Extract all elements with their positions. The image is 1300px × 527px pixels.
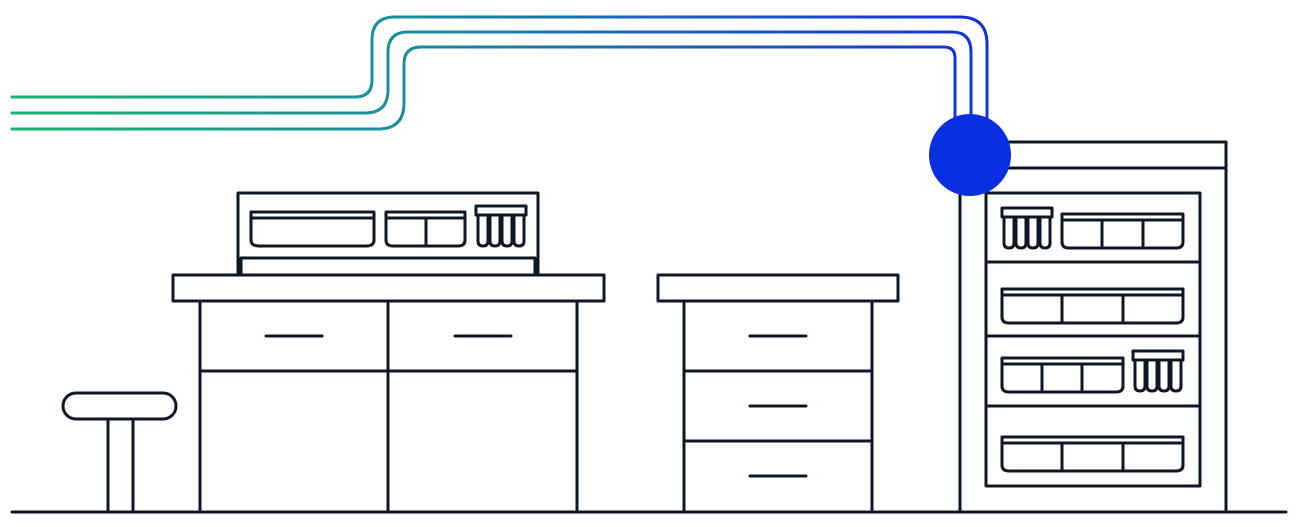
tube-rack-icon bbox=[1131, 349, 1185, 393]
drawer-unit bbox=[656, 273, 900, 514]
data-line-middle bbox=[10, 30, 973, 122]
drawer-unit-body bbox=[682, 299, 874, 514]
tube-rack-icon bbox=[474, 204, 528, 248]
container-long bbox=[249, 210, 376, 248]
stool bbox=[61, 391, 178, 514]
storage-rack bbox=[958, 140, 1228, 514]
connection-node bbox=[929, 114, 1011, 196]
rack-frame bbox=[958, 166, 1228, 514]
data-line-inner bbox=[10, 45, 957, 131]
container-triple bbox=[1000, 287, 1185, 325]
tube-rack-icon bbox=[1000, 206, 1054, 250]
data-lines bbox=[10, 15, 989, 131]
stool-seat bbox=[61, 391, 178, 421]
data-line-outer bbox=[10, 15, 989, 122]
container-triple bbox=[1060, 212, 1185, 250]
stool-leg bbox=[106, 417, 135, 514]
container-triple bbox=[1000, 435, 1185, 473]
drawer-unit-top bbox=[656, 273, 900, 303]
counter-top-slot bbox=[239, 256, 537, 277]
container-double bbox=[384, 210, 467, 248]
container-triple bbox=[1000, 356, 1125, 394]
rack-inner bbox=[984, 191, 1202, 488]
counter-cabinet bbox=[171, 191, 606, 514]
counter-top bbox=[171, 273, 606, 303]
